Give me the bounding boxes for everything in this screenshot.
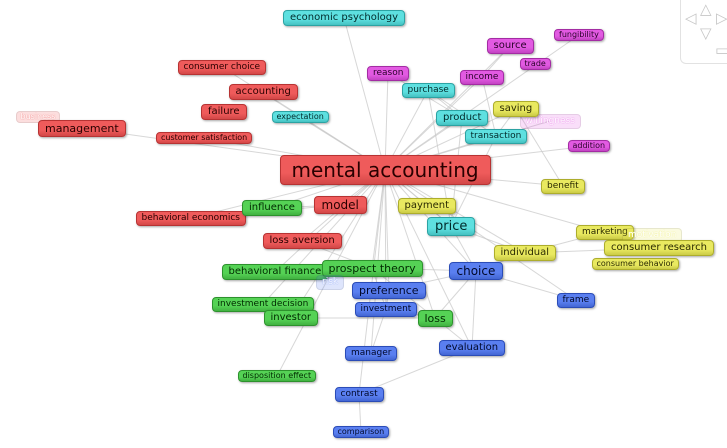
node-trade[interactable]: trade: [519, 58, 551, 70]
node-consumer-behavior[interactable]: consumer behavior: [591, 258, 679, 270]
node-consumer-research[interactable]: consumer research: [604, 240, 714, 256]
link-line: [384, 169, 577, 301]
node-investment[interactable]: investment: [354, 301, 418, 317]
node-accounting[interactable]: accounting: [228, 84, 298, 100]
node-mental-accounting[interactable]: mental accounting: [279, 155, 491, 185]
node-frame[interactable]: frame: [556, 292, 596, 308]
node-behavioral-finance[interactable]: behavioral finance: [221, 264, 329, 280]
node-marketing[interactable]: marketing: [576, 224, 634, 240]
node-loss[interactable]: loss: [417, 309, 453, 327]
node-influence[interactable]: influence: [242, 200, 302, 216]
node-failure[interactable]: failure: [201, 104, 247, 120]
node-behavioral-economics[interactable]: behavioral economics: [135, 210, 246, 226]
link-line: [343, 17, 386, 171]
arrow-up-icon[interactable]: △: [700, 0, 712, 18]
node-comparison[interactable]: comparison: [332, 426, 390, 438]
node-investment-decision[interactable]: investment decision: [211, 296, 315, 312]
node-contrast[interactable]: contrast: [334, 386, 384, 402]
node-expectation[interactable]: expectation: [271, 111, 329, 123]
link-line: [481, 76, 497, 137]
navigation-control: △ ◁ ▷ ▽ ▭: [680, 0, 727, 64]
node-loss-aversion[interactable]: loss aversion: [262, 233, 342, 249]
node-fungibility[interactable]: fungibility: [554, 29, 604, 41]
node-choice[interactable]: choice: [448, 262, 504, 280]
node-benefit[interactable]: benefit: [541, 178, 585, 194]
node-consumer-choice[interactable]: consumer choice: [177, 59, 267, 75]
link-line: [384, 72, 389, 171]
link-line: [384, 34, 580, 171]
node-addition[interactable]: addition: [567, 140, 611, 152]
node-model[interactable]: model: [313, 196, 367, 214]
node-management[interactable]: management: [38, 119, 126, 137]
node-individual[interactable]: individual: [493, 245, 557, 261]
link-line: [515, 108, 564, 187]
node-economic-psychology[interactable]: economic psychology: [283, 10, 406, 26]
node-disposition-effect[interactable]: disposition effect: [237, 370, 317, 382]
node-income[interactable]: income: [459, 69, 505, 85]
node-purchase[interactable]: purchase: [401, 82, 455, 98]
link-line: [471, 270, 477, 349]
node-payment[interactable]: payment: [397, 198, 457, 214]
node-customer-satisfaction[interactable]: customer satisfaction: [156, 132, 253, 144]
node-risk[interactable]: risk: [316, 274, 345, 290]
node-evaluation[interactable]: evaluation: [438, 340, 506, 356]
link-line: [274, 169, 386, 273]
zoom-out-icon[interactable]: ▭: [715, 41, 727, 59]
node-preference[interactable]: preference: [352, 281, 426, 299]
node-source[interactable]: source: [486, 38, 534, 54]
node-manager[interactable]: manager: [345, 345, 398, 361]
node-prospect-theory[interactable]: prospect theory: [321, 259, 423, 277]
node-product[interactable]: product: [436, 110, 489, 126]
node-price[interactable]: price: [427, 216, 476, 236]
link-line: [384, 169, 436, 319]
node-willingness[interactable]: willingness: [519, 113, 581, 129]
node-transaction[interactable]: transaction: [464, 128, 528, 144]
arrow-right-icon[interactable]: ▷: [716, 9, 727, 27]
arrow-left-icon[interactable]: ◁: [685, 9, 697, 27]
arrow-down-icon[interactable]: ▽: [700, 24, 712, 42]
node-investor[interactable]: investor: [263, 310, 319, 326]
node-saving[interactable]: saving: [492, 101, 540, 117]
node-reason[interactable]: reason: [367, 65, 410, 81]
